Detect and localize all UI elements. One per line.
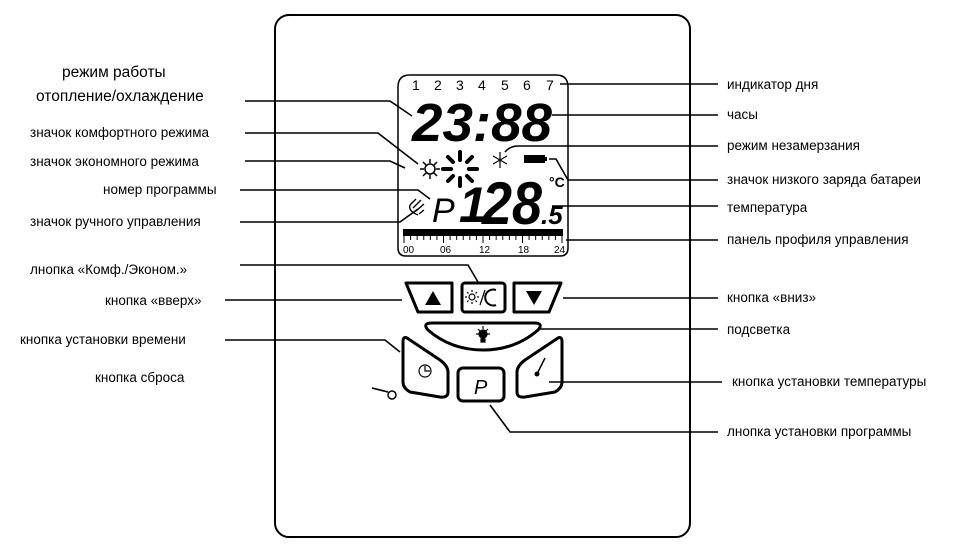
low-battery-icon xyxy=(524,155,547,163)
backlight-button[interactable] xyxy=(424,321,542,352)
day-5: 5 xyxy=(501,77,509,93)
day-6: 6 xyxy=(523,77,531,93)
clock-display: 23:88 xyxy=(411,93,552,153)
day-2: 2 xyxy=(434,77,442,93)
hour-12: 12 xyxy=(479,245,491,256)
lcd-screen xyxy=(397,74,569,257)
heating-mode-icon xyxy=(441,150,479,188)
label-clock: часы xyxy=(727,107,758,122)
manual-hand-icon xyxy=(408,198,425,216)
day-1: 1 xyxy=(412,77,420,93)
hour-18: 18 xyxy=(518,245,530,256)
hour-00: 00 xyxy=(403,245,415,256)
label-reset-button: кнопка сброса xyxy=(95,370,185,385)
day-indicator: 1 2 3 4 5 6 7 xyxy=(412,77,554,93)
label-comfort-icon: значок комфортного режима xyxy=(30,125,209,140)
reset-button[interactable] xyxy=(387,390,397,400)
day-7: 7 xyxy=(546,77,554,93)
program-number: 1 xyxy=(459,177,487,233)
profile-ticks xyxy=(403,236,563,243)
day-4: 4 xyxy=(478,77,486,93)
label-temperature: температура xyxy=(727,200,808,215)
profile-bar xyxy=(403,229,563,236)
program-button-label: P xyxy=(474,377,488,399)
program-set-button[interactable]: P xyxy=(456,366,506,403)
label-down-button: кнопка «вниз» xyxy=(727,290,816,305)
hour-labels: 00 06 12 18 24 xyxy=(403,245,566,256)
program-letter: P xyxy=(432,192,455,230)
hour-06: 06 xyxy=(440,245,452,256)
up-arrow-icon xyxy=(425,291,441,305)
label-profile-bar: панель профиля управления xyxy=(727,232,909,247)
label-day-indicator: индикатор дня xyxy=(727,77,818,92)
label-program-number: номер программы xyxy=(103,182,217,197)
time-set-button[interactable] xyxy=(401,336,450,399)
clock-icon xyxy=(418,364,432,378)
label-mode-line1: режим работы xyxy=(62,64,166,81)
temp-unit: °C xyxy=(549,174,565,190)
leader-lines xyxy=(225,83,722,433)
label-low-battery: значок низкого заряда батареи xyxy=(727,172,921,187)
label-backlight: подсветка xyxy=(727,322,791,337)
label-comfort-economy-button: лнопка «Комф./Эконом.» xyxy=(30,262,187,277)
label-mode-line2: отопление/охлаждение xyxy=(36,88,204,105)
label-frost-mode: режим незамерзания xyxy=(727,138,860,153)
label-time-set-button: кнопка установки времени xyxy=(20,332,186,347)
up-button[interactable] xyxy=(404,281,454,314)
comfort-sun-icon xyxy=(420,159,440,179)
frost-snowflake-icon xyxy=(492,152,508,168)
down-button[interactable] xyxy=(512,281,563,314)
sun-moon-icon xyxy=(465,288,497,307)
label-manual-icon: значок ручного управления xyxy=(30,214,201,229)
temperature-display: 28 xyxy=(481,170,542,237)
thermometer-icon xyxy=(534,357,546,377)
hour-24: 24 xyxy=(554,245,566,256)
bulb-icon xyxy=(476,326,490,343)
label-up-button: кнопка «вверх» xyxy=(105,293,201,308)
day-3: 3 xyxy=(456,77,464,93)
down-arrow-icon xyxy=(526,291,542,305)
label-economy-icon: значок экономного режима xyxy=(30,154,199,169)
comfort-economy-button[interactable] xyxy=(460,281,507,314)
temperature-decimal: .5 xyxy=(541,200,563,230)
label-program-set-button: лнопка установки программы xyxy=(727,424,911,439)
label-temp-set-button: кнопка установки температуры xyxy=(732,374,926,389)
